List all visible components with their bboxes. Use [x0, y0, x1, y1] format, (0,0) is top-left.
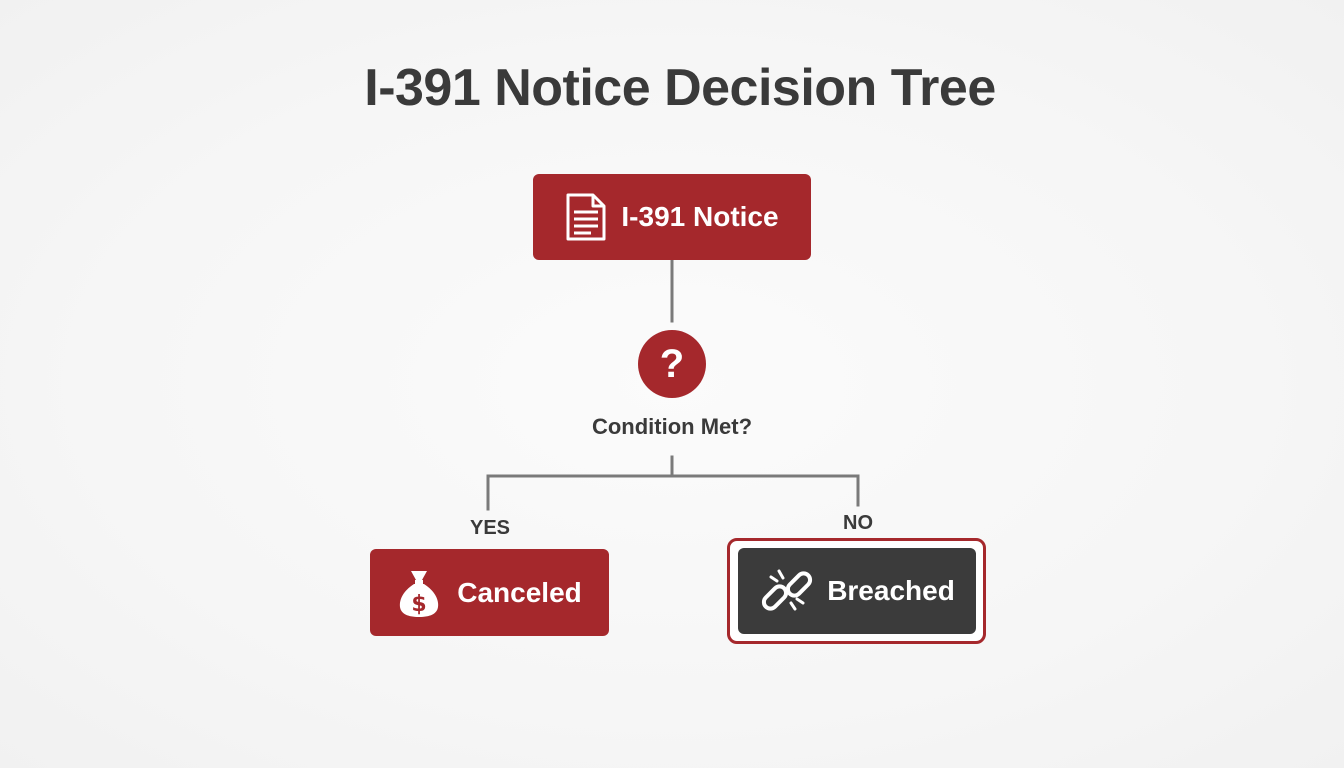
canceled-outcome-label: Canceled [457, 576, 582, 608]
money-bag-icon: $ [397, 567, 441, 619]
diagram-title: I-391 Notice Decision Tree [364, 59, 996, 117]
decision-node: ? [638, 330, 706, 398]
root-node: I-391 Notice [533, 174, 811, 260]
breached-outcome-label: Breached [827, 575, 955, 606]
document-icon [565, 192, 607, 242]
canceled-outcome-node: $ Canceled [370, 549, 609, 636]
svg-text:$: $ [412, 592, 427, 617]
breached-outcome-node: Breached [738, 548, 976, 634]
yes-branch-label: YES [469, 517, 511, 539]
no-branch-label: NO [843, 512, 873, 534]
question-icon: ? [659, 341, 685, 386]
root-node-label: I-391 Notice [621, 201, 779, 232]
decision-label: Condition Met? [591, 414, 753, 439]
broken-chain-icon [759, 565, 815, 617]
